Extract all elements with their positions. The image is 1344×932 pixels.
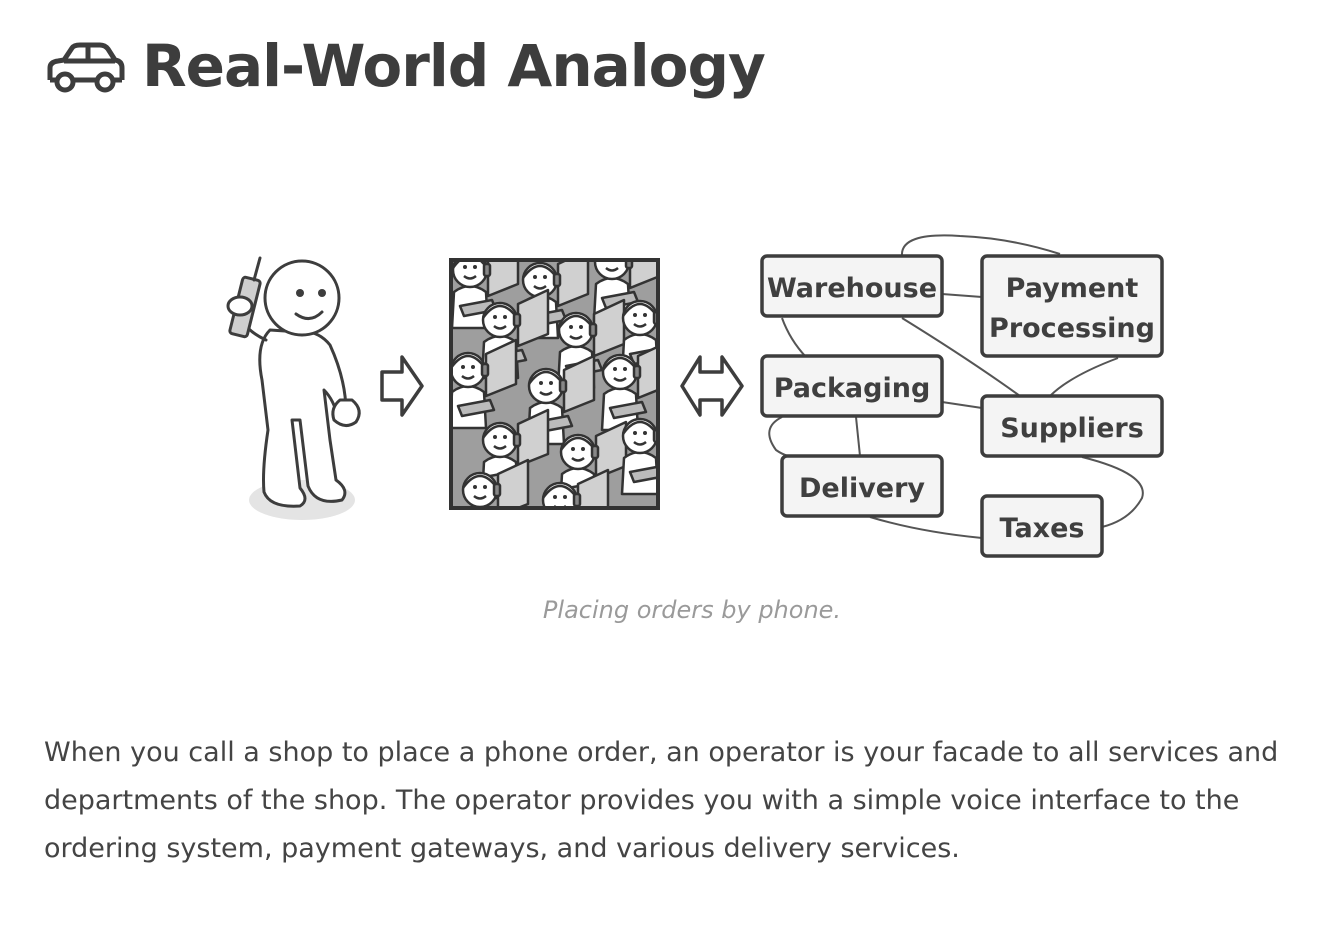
figure-caption: Placing orders by phone. bbox=[542, 596, 842, 624]
page-title: Real-World Analogy bbox=[142, 32, 766, 100]
subsystem-label: Warehouse bbox=[767, 273, 937, 304]
person-on-phone-icon bbox=[226, 256, 361, 520]
subsystem-label: Packaging bbox=[774, 373, 931, 404]
subsystem-label: Taxes bbox=[1000, 513, 1085, 544]
arrow-right-icon bbox=[380, 355, 424, 417]
car-icon bbox=[47, 42, 125, 93]
subsystem-suppliers: Suppliers bbox=[980, 394, 1164, 458]
subsystem-label: Suppliers bbox=[1000, 413, 1144, 444]
operator-figure bbox=[461, 458, 530, 507]
subsystem-delivery: Delivery bbox=[780, 454, 944, 518]
operator-figure bbox=[600, 345, 657, 432]
operator-figure bbox=[620, 417, 657, 496]
body-paragraph: When you call a shop to place a phone or… bbox=[44, 737, 1279, 864]
section-heading: Real-World Analogy bbox=[44, 26, 766, 106]
facade-diagram: Warehouse Payment Processing Packaging S… bbox=[226, 234, 1164, 558]
subsystem-taxes: Taxes bbox=[980, 494, 1104, 558]
subsystem-label: Payment bbox=[1006, 273, 1139, 304]
subsystem-label: Delivery bbox=[799, 473, 925, 504]
operator-figure bbox=[452, 338, 518, 430]
operator-group bbox=[452, 261, 657, 507]
call-center-operators-icon bbox=[449, 258, 660, 510]
subsystem-payment-processing: Payment Processing bbox=[980, 254, 1164, 358]
subsystem-label: Processing bbox=[989, 313, 1155, 344]
subsystem-warehouse: Warehouse bbox=[760, 254, 944, 318]
subsystem-packaging: Packaging bbox=[760, 354, 944, 418]
double-arrow-icon bbox=[680, 355, 744, 417]
